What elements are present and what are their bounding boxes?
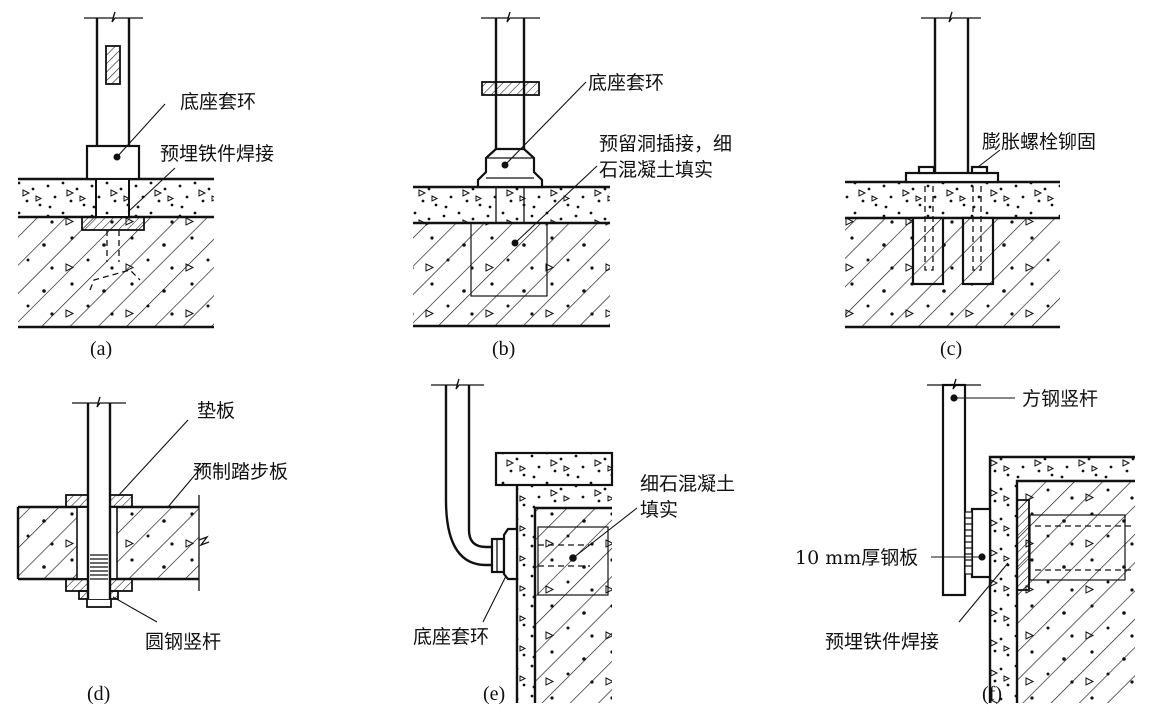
label-reserved-hole-b-line1: 预留洞插接，细 [599,133,732,155]
structural-slab [413,223,610,328]
post [481,11,540,149]
break-line-icon [431,378,484,390]
caption-c: (c) [940,338,962,360]
label-tread-slab-d: 预制踏步板 [193,461,288,483]
structural-stair [533,506,612,703]
post [921,11,981,173]
caption-b: (b) [492,338,515,360]
panel-d: 垫板 预制踏步板 圆钢竖杆 (d) [16,396,288,705]
tread-nosing [494,451,614,487]
panel-c: 膨胀螺栓铆固 (c) [845,11,1096,360]
label-washer-d: 垫板 [197,400,235,422]
label-reserved-hole-b-line2: 石混凝土填实 [599,159,713,181]
square-steel-post [927,378,981,597]
label-fine-concrete-e-line1: 细石混凝土 [640,473,735,495]
steel-plate-10mm [970,507,992,579]
structural-slab [845,218,1060,329]
panel-f: 方钢竖杆 10 mm厚钢板 预埋铁件焊接 (f) [795,378,1135,705]
screed-layer [845,180,1060,220]
bent-post [431,378,492,567]
caption-f: (f) [982,683,1002,705]
label-embedded-weld-f: 预埋铁件焊接 [825,631,939,653]
embedded-plate [1016,499,1030,591]
break-line-icon [198,535,210,547]
sleeve-ring [481,81,540,96]
label-expansion-bolt-c: 膨胀螺栓铆固 [982,131,1096,153]
label-base-collar-a: 底座套环 [180,91,256,113]
thread [90,554,108,580]
caption-d: (d) [87,683,110,705]
base-collar [476,147,544,189]
anchor-holes [911,176,995,286]
panel-e: 细石混凝土 填实 底座套环 (e) [413,378,735,705]
label-steel-plate-f: 10 mm厚钢板 [795,547,918,569]
break-line-icon [921,11,981,23]
post [84,11,143,146]
label-fine-concrete-e-line2: 填实 [640,499,678,521]
round-steel-post [72,396,126,599]
label-embedded-weld-a: 预埋铁件焊接 [160,143,274,165]
label-base-collar-b: 底座套环 [588,72,664,94]
structural-slab [18,217,214,329]
label-round-post-d: 圆钢竖杆 [145,631,221,653]
break-line-icon [84,11,143,23]
label-square-post-f: 方钢竖杆 [1022,388,1098,410]
panel-a: 底座套环 预埋铁件焊接 (a) [18,11,274,360]
caption-a: (a) [90,338,112,360]
base-collar [85,144,141,181]
screed-layer [413,185,610,225]
break-line-icon [927,378,981,390]
label-base-collar-e: 底座套环 [413,626,489,648]
structural-stair [1015,479,1135,703]
base-plate [904,171,1000,184]
caption-e: (e) [483,683,505,705]
panel-b: 底座套环 预留洞插接，细 石混凝土填实 (b) [413,11,732,360]
screed-layer [515,485,612,703]
embedded-plate [81,216,145,231]
base-collar [490,527,519,581]
weld-bead [964,511,973,575]
break-line-icon [72,396,126,408]
break-line-icon [481,11,540,23]
